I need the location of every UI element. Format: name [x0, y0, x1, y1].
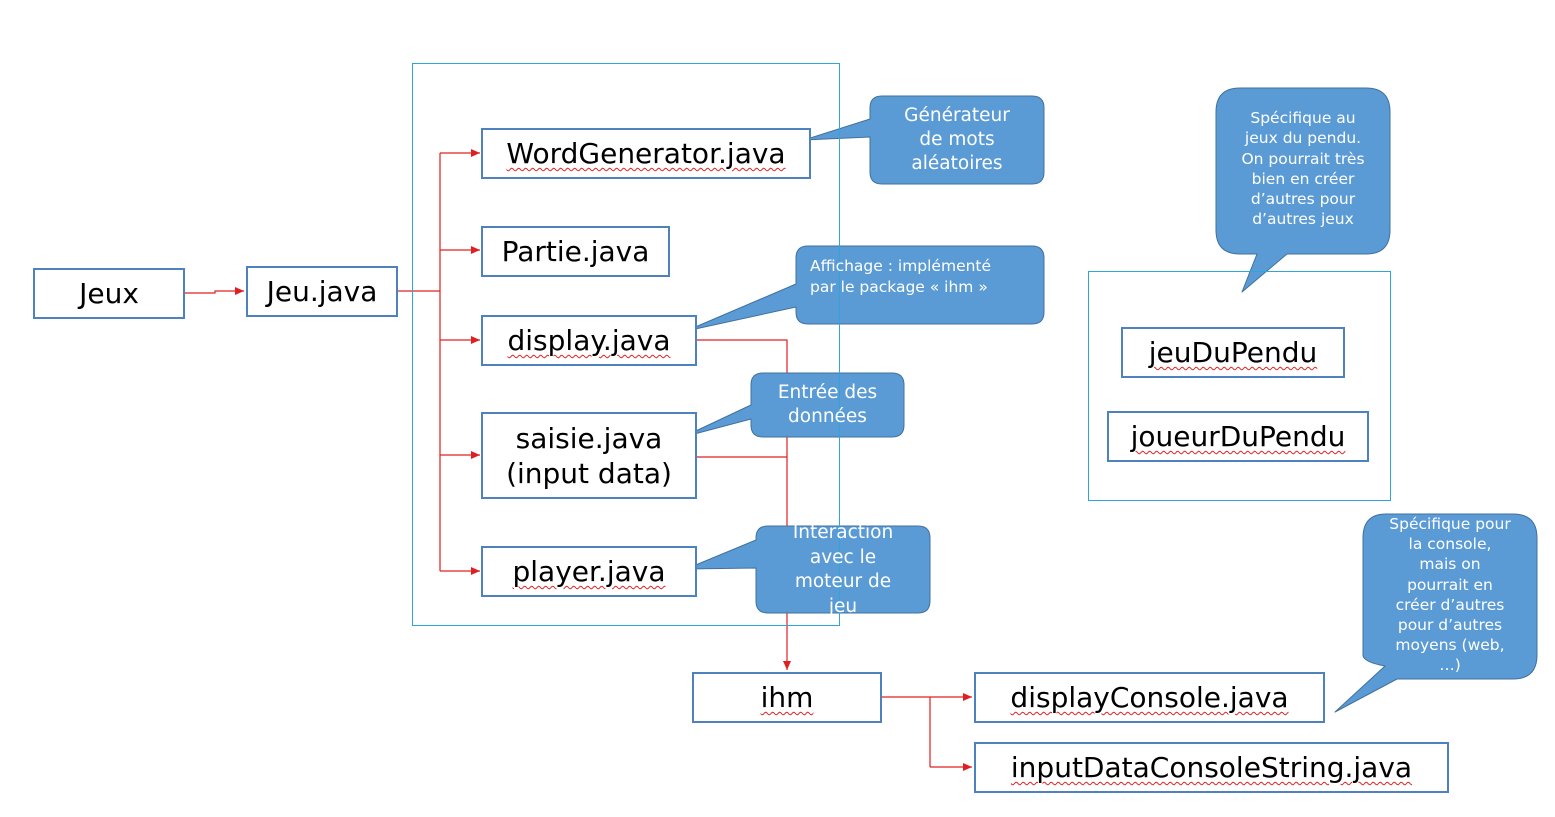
node-player-label: player.java [512, 555, 666, 588]
node-display[interactable]: display.java [481, 315, 697, 366]
callout-entree-shape [682, 372, 905, 438]
callout-specifique-pendu-line: On pourrait très [1241, 149, 1365, 168]
callout-specifique-pendu-line: d’autres jeux [1252, 210, 1354, 229]
callout-specifique-console-line: pourrait en [1407, 575, 1493, 594]
node-joueur-du-pendu[interactable]: joueurDuPendu [1107, 411, 1369, 462]
callout-specifique-pendu-line: d’autres pour [1250, 190, 1356, 209]
node-input-data-console[interactable]: inputDataConsoleString.java [974, 742, 1449, 793]
node-jeux-label: Jeux [79, 277, 139, 310]
node-saisie-label-line1: saisie.java [515, 421, 663, 455]
callout-affichage-line: par le package « ihm » [810, 278, 988, 296]
node-display-console-label: displayConsole.java [1010, 681, 1289, 714]
node-partie[interactable]: Partie.java [481, 226, 670, 277]
node-jeu-java[interactable]: Jeu.java [246, 266, 398, 317]
callout-specifique-console-line: la console, [1408, 535, 1492, 554]
connector-jeu-java-trunk [398, 153, 441, 571]
connector-jeux-to-jeu-java [185, 287, 244, 295]
callout-specifique-console-line: Spécifique pour [1389, 515, 1511, 533]
node-ihm[interactable]: ihm [692, 672, 882, 723]
connector-ihm-trunk [882, 696, 931, 767]
callout-interaction-line: avec le [809, 546, 877, 568]
callout-interaction-line: Interaction [792, 522, 894, 543]
callout-interaction-shape [685, 525, 931, 614]
jeu-package-group [412, 63, 840, 626]
callout-specifique-pendu-line: jeux du pendu. [1244, 129, 1362, 148]
node-saisie-label-line2: (input data) [506, 456, 672, 490]
node-jeu-java-label: Jeu.java [266, 275, 378, 308]
callout-specifique-console: Spécifique pour la console, mais on pour… [1363, 514, 1537, 680]
node-jeu-du-pendu-label: jeuDuPendu [1148, 336, 1318, 369]
callout-entree-line: données [788, 406, 867, 427]
node-input-data-console-label: inputDataConsoleString.java [1010, 751, 1413, 784]
callout-interaction-line: jeu [828, 595, 858, 617]
callout-affichage-line: Affichage : implémenté [810, 257, 992, 275]
callout-interaction-line: moteur de [794, 571, 892, 592]
node-joueur-du-pendu-label: joueurDuPendu [1130, 420, 1346, 453]
callout-affichage: Affichage : implémenté par le package « … [796, 255, 1044, 299]
callout-generateur-shape [803, 95, 1045, 185]
callout-generateur: Générateur de mots aléatoires [870, 96, 1044, 184]
callout-entree-line: Entrée des [777, 382, 878, 403]
callout-specifique-console-line: créer d’autres [1395, 595, 1505, 614]
node-jeu-du-pendu[interactable]: jeuDuPendu [1121, 327, 1345, 378]
node-player[interactable]: player.java [481, 546, 697, 597]
callout-generateur-line: aléatoires [911, 153, 1003, 174]
node-jeux[interactable]: Jeux [33, 268, 185, 319]
node-display-label: display.java [507, 324, 671, 357]
node-partie-label: Partie.java [501, 235, 650, 268]
callout-generateur-line: de mots [919, 129, 995, 150]
callout-specifique-console-line: pour d’autres [1397, 616, 1503, 635]
node-saisie[interactable]: saisie.java (input data) [481, 412, 697, 499]
node-word-generator-label: WordGenerator.java [506, 137, 786, 170]
node-word-generator[interactable]: WordGenerator.java [481, 128, 811, 179]
pendu-package-group [1088, 271, 1391, 501]
callout-interaction: Interaction avec le moteur de jeu [756, 521, 930, 619]
callout-entree: Entrée des données [751, 373, 904, 437]
callout-specifique-pendu-line: Spécifique au [1250, 109, 1356, 127]
callout-specifique-pendu-line: bien en créer [1251, 169, 1355, 188]
callout-specifique-console-line: mais on [1419, 555, 1481, 574]
callout-specifique-console-shape [1334, 513, 1538, 713]
callout-specifique-console-line: …) [1439, 656, 1461, 675]
callout-specifique-pendu: Spécifique au jeux du pendu. On pourrait… [1216, 108, 1390, 234]
callout-specifique-console-line: moyens (web, [1395, 636, 1505, 655]
node-display-console[interactable]: displayConsole.java [974, 672, 1325, 723]
callout-specifique-pendu-shape [1215, 87, 1391, 293]
callout-shapes [682, 87, 1538, 713]
callout-generateur-line: Générateur [904, 105, 1010, 126]
node-ihm-label: ihm [760, 681, 814, 714]
callout-affichage-shape [685, 245, 1045, 332]
